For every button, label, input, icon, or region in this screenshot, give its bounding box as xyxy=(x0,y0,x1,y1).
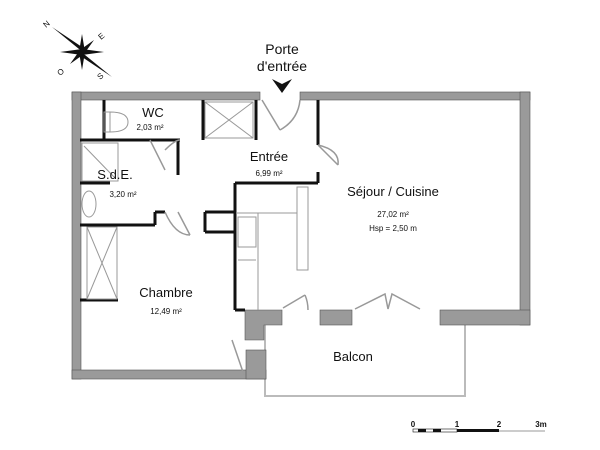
scale-tick-1: 1 xyxy=(455,420,460,429)
room-name-balcon: Balcon xyxy=(333,349,373,364)
compass-rose-icon: N E S O xyxy=(42,19,112,82)
scale-tick-2: 2 xyxy=(497,420,502,429)
scale-bar: 0 1 2 3m xyxy=(411,420,547,433)
room-name-entree: Entrée xyxy=(250,149,288,164)
room-name-chambre: Chambre xyxy=(139,285,192,300)
fixtures xyxy=(81,101,309,310)
scale-tick-0: 0 xyxy=(411,420,416,429)
room-name-wc: WC xyxy=(142,105,164,120)
outer-walls xyxy=(71,91,531,380)
room-name-sde: S.d.E. xyxy=(97,167,132,182)
room-area-chambre: 12,49 m² xyxy=(150,307,182,316)
entrance-arrow-icon xyxy=(272,79,292,93)
room-area-wc: 2,03 m² xyxy=(136,123,163,132)
scale-tick-3: 3m xyxy=(535,420,547,429)
room-area-sejour: 27,02 m² xyxy=(377,210,409,219)
room-name-sejour: Séjour / Cuisine xyxy=(347,184,439,199)
inner-walls xyxy=(80,100,320,312)
compass-north-label: N xyxy=(42,19,52,30)
compass-east-label: E xyxy=(97,31,107,41)
compass-south-label: S xyxy=(96,71,106,81)
ceiling-height: Hsp = 2,50 m xyxy=(369,224,417,233)
door-swings xyxy=(149,99,421,376)
entrance-label-line1: Porte xyxy=(265,41,299,57)
room-area-sde: 3,20 m² xyxy=(109,190,136,199)
compass-west-label: O xyxy=(56,67,67,78)
room-area-entree: 6,99 m² xyxy=(255,169,282,178)
entrance-label-line2: d'entrée xyxy=(257,58,307,74)
